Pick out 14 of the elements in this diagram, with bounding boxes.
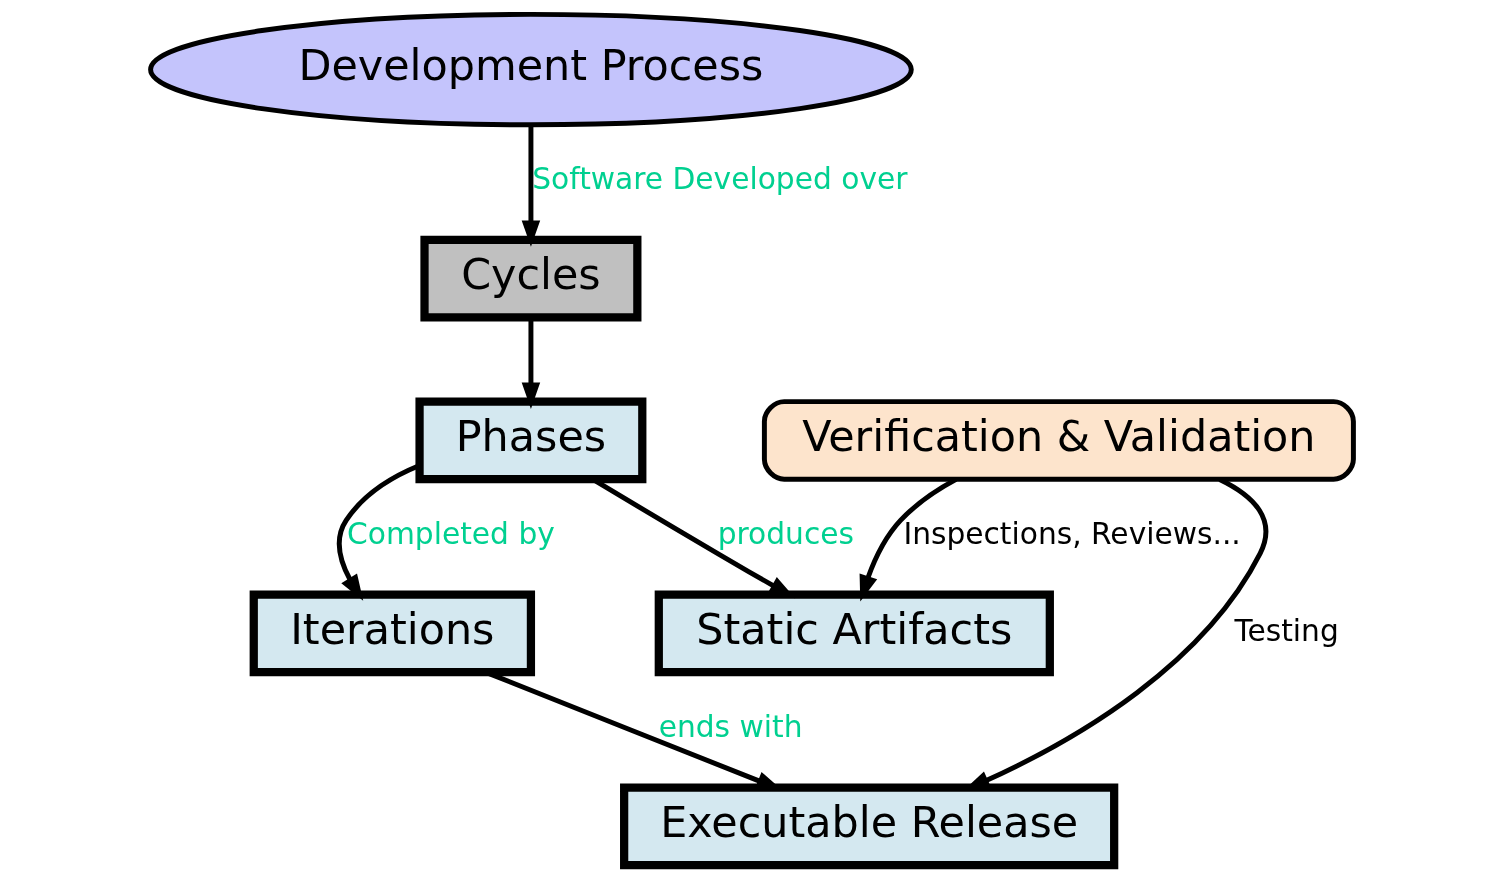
edge-label: Software Developed over [531, 161, 907, 197]
node-box: Iterations [249, 590, 535, 677]
node-box: Static Artifacts [654, 590, 1054, 677]
arrow [521, 124, 540, 247]
node-box: Phases [414, 397, 646, 484]
edge-label: produces [717, 516, 854, 552]
node-ellipse: Development Process [147, 11, 914, 128]
node-box: Cycles [419, 235, 641, 322]
edge-label: Inspections, Reviews... [902, 516, 1241, 552]
node-box: Verification & Validation [761, 399, 1356, 482]
edge-label: Completed by [346, 516, 555, 552]
edge-label: Testing [1233, 612, 1339, 648]
edge-label: ends with [658, 709, 802, 745]
node-box: Executable Release [619, 783, 1118, 870]
